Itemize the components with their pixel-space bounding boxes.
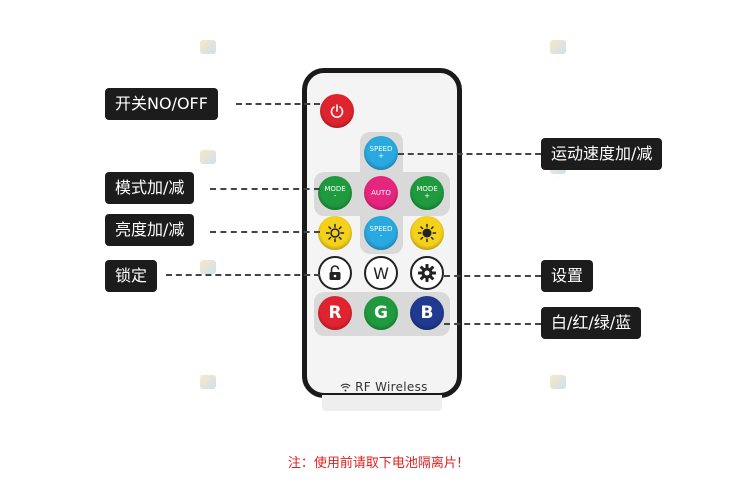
watermark-logo: · — [195, 150, 221, 184]
white-label: W — [373, 263, 389, 283]
leader-line-settings — [444, 275, 541, 277]
watermark-logo: · — [195, 260, 221, 294]
red-label: R — [328, 303, 342, 323]
settings-button[interactable] — [410, 256, 444, 290]
brightness-up-button[interactable] — [410, 216, 444, 250]
mode-up-button[interactable]: MODE + — [410, 176, 444, 210]
mode-down-button[interactable]: MODE - — [318, 176, 352, 210]
usage-note: 注：使用前请取下电池隔离片! — [287, 456, 463, 471]
label-lock: 锁定 — [105, 260, 158, 292]
label-speed: 运动速度加/减 — [541, 138, 663, 170]
leader-line-power — [236, 103, 320, 105]
wifi-icon — [340, 383, 351, 392]
label-mode: 模式加/减 — [105, 172, 195, 204]
leader-line-colors — [444, 323, 541, 325]
gear-icon — [418, 264, 436, 282]
leader-line-brightness — [210, 231, 320, 233]
leader-line-speed — [398, 153, 541, 155]
speed-down-label: SPEED — [369, 225, 393, 233]
speed-up-label: SPEED — [369, 145, 393, 153]
red-button[interactable]: R — [318, 296, 352, 330]
blue-button[interactable]: B — [410, 296, 444, 330]
mode-down-label: MODE — [324, 185, 346, 193]
sun-outline-icon — [325, 223, 345, 243]
remote-battery-tray — [322, 395, 442, 411]
label-brightness: 亮度加/减 — [105, 214, 195, 246]
brand-label: RF Wireless — [355, 380, 428, 394]
lock-icon — [329, 265, 341, 280]
speed-down-button[interactable]: SPEED - — [364, 216, 398, 250]
watermark-logo: · — [545, 375, 571, 409]
leader-line-mode — [210, 188, 320, 190]
watermark-logo: · — [195, 40, 221, 74]
leader-line-lock — [166, 274, 320, 276]
blue-label: B — [420, 303, 434, 323]
label-power: 开关NO/OFF — [105, 88, 218, 120]
green-button[interactable]: G — [364, 296, 398, 330]
mode-up-sign: + — [424, 192, 430, 200]
watermark-logo: · — [195, 375, 221, 409]
green-label: G — [374, 303, 388, 323]
label-settings: 设置 — [541, 260, 594, 292]
auto-button[interactable]: AUTO — [364, 176, 398, 210]
speed-down-sign: - — [379, 232, 383, 240]
watermark-logo: · — [545, 40, 571, 74]
label-colors: 白/红/绿/蓝 — [541, 307, 642, 339]
lock-button[interactable] — [318, 256, 352, 290]
power-icon — [330, 104, 344, 118]
speed-up-sign: + — [378, 152, 384, 160]
brand-text: RF Wireless — [340, 380, 428, 394]
auto-label: AUTO — [371, 188, 391, 197]
white-button[interactable]: W — [364, 256, 398, 290]
power-button[interactable] — [320, 94, 354, 128]
mode-up-label: MODE — [416, 185, 438, 193]
brightness-down-button[interactable] — [318, 216, 352, 250]
mode-down-sign: - — [333, 192, 337, 200]
sun-filled-icon — [417, 223, 437, 243]
speed-up-button[interactable]: SPEED + — [364, 136, 398, 170]
